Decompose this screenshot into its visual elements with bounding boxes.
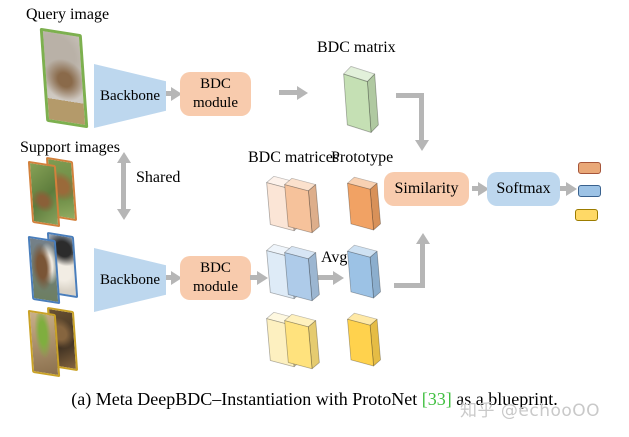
support-image-thumbnail bbox=[27, 235, 61, 305]
bdc-matrices-slab-yellow-front bbox=[284, 313, 320, 370]
arrow-down-elbow-icon bbox=[396, 93, 424, 98]
output-chip-yellow bbox=[575, 209, 598, 221]
output-chip-blue bbox=[578, 185, 601, 197]
output-chip-orange bbox=[578, 162, 601, 174]
arrow-right-icon bbox=[333, 270, 344, 285]
arrow-up-elbow-icon bbox=[420, 243, 425, 288]
support-images-label: Support images bbox=[20, 139, 120, 156]
arrow-right-icon bbox=[560, 186, 567, 191]
bdc-matrices-slab-orange-front bbox=[284, 177, 320, 234]
arrow-down-elbow-icon bbox=[419, 93, 424, 141]
bdc-module-label: BDC module bbox=[193, 260, 238, 295]
backbone-block-query: Backbone bbox=[94, 64, 166, 128]
arrow-down-elbow-icon bbox=[414, 140, 429, 151]
backbone-label: Backbone bbox=[100, 87, 160, 104]
similarity-block: Similarity bbox=[384, 172, 469, 206]
caption-text: (a) Meta DeepBDC–Instantiation with Prot… bbox=[71, 389, 422, 409]
backbone-label: Backbone bbox=[100, 271, 160, 288]
query-image-label: Query image bbox=[26, 6, 110, 23]
arrow-right-icon bbox=[166, 275, 172, 280]
arrow-right-icon bbox=[472, 186, 479, 191]
arrow-up-elbow-icon bbox=[415, 233, 430, 244]
shared-label: Shared bbox=[136, 169, 181, 186]
figure-caption: (a) Meta DeepBDC–Instantiation with Prot… bbox=[0, 389, 629, 410]
bdc-matrices-slab-blue-front bbox=[284, 245, 320, 302]
citation-link[interactable]: [33] bbox=[421, 389, 452, 409]
zhihu-watermark: 知乎 @echooOO bbox=[460, 401, 601, 421]
similarity-label: Similarity bbox=[394, 180, 459, 197]
arrow-right-icon bbox=[250, 275, 258, 280]
arrow-right-icon bbox=[257, 270, 268, 285]
arrow-right-icon bbox=[279, 90, 298, 95]
double-arrow-vertical-icon bbox=[121, 162, 126, 210]
avg-label: Avg bbox=[321, 249, 348, 266]
arrow-right-icon bbox=[566, 181, 577, 196]
arrow-up-elbow-icon bbox=[394, 283, 425, 288]
prototype-slab-yellow bbox=[347, 312, 381, 367]
double-arrow-vertical-icon bbox=[116, 209, 131, 220]
bdc-matrix-slab bbox=[343, 66, 379, 133]
bdc-module-block-query: BDC module bbox=[180, 72, 251, 116]
arrow-right-icon bbox=[171, 270, 182, 285]
arrow-right-icon bbox=[478, 181, 489, 196]
backbone-block-support: Backbone bbox=[94, 248, 166, 312]
caption-text: as a blueprint. bbox=[451, 389, 558, 409]
bdc-module-label: BDC module bbox=[193, 76, 238, 111]
arrow-right-icon bbox=[171, 86, 182, 101]
arrow-right-icon bbox=[297, 85, 308, 100]
softmax-label: Softmax bbox=[496, 180, 551, 197]
softmax-block: Softmax bbox=[487, 172, 560, 206]
bdc-matrix-label: BDC matrix bbox=[317, 39, 396, 56]
bdc-module-block-support: BDC module bbox=[180, 256, 251, 300]
double-arrow-vertical-icon bbox=[116, 152, 131, 163]
arrow-right-icon bbox=[166, 91, 172, 96]
prototype-slab-orange bbox=[347, 176, 381, 231]
query-image-thumbnail bbox=[39, 27, 89, 129]
prototype-label: Prototype bbox=[331, 149, 394, 166]
support-image-thumbnail bbox=[27, 309, 61, 378]
support-image-thumbnail bbox=[27, 160, 61, 228]
arrow-right-icon bbox=[318, 275, 334, 280]
prototype-slab-blue bbox=[347, 244, 381, 299]
bdc-matrices-label: BDC matrices bbox=[248, 149, 340, 166]
